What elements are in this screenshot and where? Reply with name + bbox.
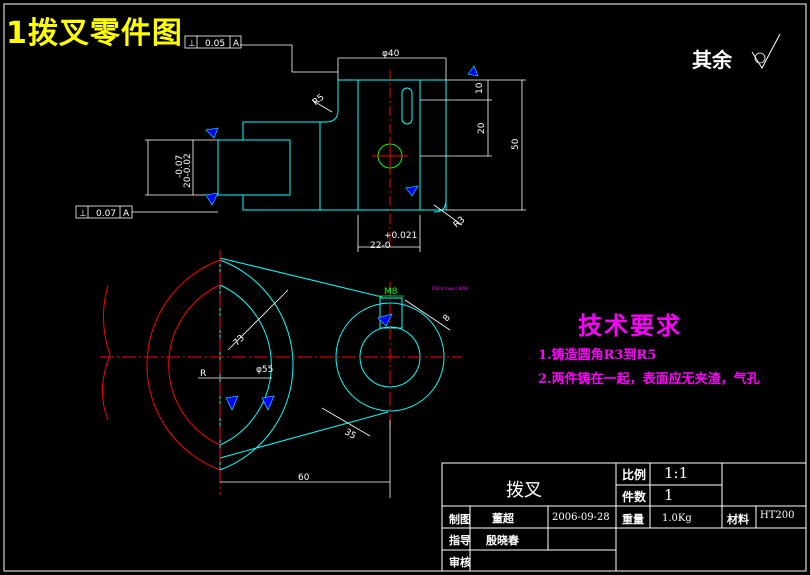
tech-requirement-1: 1.铸造圆角R3到R5 xyxy=(538,348,657,363)
dim-8: 8 xyxy=(442,313,454,324)
dim-phi55: φ55 xyxy=(256,365,273,375)
tb-weight-value: 1.0Kg xyxy=(662,513,692,524)
dim-tol-plus: +0.021 xyxy=(384,231,417,241)
svg-text:A: A xyxy=(123,209,130,219)
tb-scale-label: 比例 xyxy=(622,468,647,482)
svg-text:⊥: ⊥ xyxy=(188,39,196,49)
tb-guide-name: 殷晓春 xyxy=(486,534,519,547)
dim-r-small: R xyxy=(200,369,206,379)
dim-10: 10 xyxy=(475,82,485,94)
dim-m8: M8 xyxy=(384,287,398,297)
tb-date: 2006-09-28 xyxy=(552,512,610,523)
dim-r5: R5 xyxy=(311,93,327,108)
title-block xyxy=(441,462,807,572)
drawing-border xyxy=(3,3,807,572)
dim-50: 50 xyxy=(511,138,521,150)
tb-material-value: HT200 xyxy=(760,510,795,521)
tech-requirement-2: 2.两件铸在一起，表面应无夹渣，气孔 xyxy=(538,372,760,387)
roughness-label: 其余 xyxy=(692,48,732,72)
dim-35: 35 xyxy=(343,427,358,441)
tb-scale-value: 1:1 xyxy=(664,464,689,482)
page-title: 1拨叉零件图 xyxy=(6,16,183,51)
tb-drawn-label: 制图 xyxy=(449,513,471,526)
tb-qty-label: 件数 xyxy=(622,490,647,504)
tech-requirements-title: 技术要求 xyxy=(578,311,682,340)
tb-drawn-by: 董超 xyxy=(492,512,514,525)
dim-tol-20: 20-0.02 xyxy=(183,153,193,188)
tolerance-frame-2: ⊥ 0.07 A xyxy=(75,205,133,219)
front-view xyxy=(132,44,526,252)
dim-r3: R3 xyxy=(452,215,468,230)
dim-tol-neg: -0.07 xyxy=(175,155,185,178)
svg-text:0.07: 0.07 xyxy=(96,209,116,219)
tb-guide-label: 指导 xyxy=(449,534,471,547)
svg-text:A: A xyxy=(233,39,240,49)
dim-phi40: φ40 xyxy=(382,49,400,59)
dim-60: 60 xyxy=(298,473,310,483)
dim-73: 73 xyxy=(232,333,247,348)
tb-weight-label: 重量 xyxy=(622,513,644,526)
dim-small-red: R50.8 max 0.8M8 xyxy=(432,286,468,291)
top-view xyxy=(100,250,462,498)
roughness-symbol-icon xyxy=(751,33,781,70)
tb-review-label: 审核 xyxy=(449,556,471,569)
tb-part-name: 拨叉 xyxy=(506,480,542,501)
tolerance-frame-1: ⊥ 0.05 A xyxy=(184,35,242,49)
dim-22: 22-0 xyxy=(370,241,391,251)
svg-text:⊥: ⊥ xyxy=(79,209,87,219)
dim-20: 20 xyxy=(477,122,487,134)
tb-material-label: 材料 xyxy=(727,513,749,526)
svg-text:0.05: 0.05 xyxy=(205,39,225,49)
tb-qty-value: 1 xyxy=(664,486,674,504)
